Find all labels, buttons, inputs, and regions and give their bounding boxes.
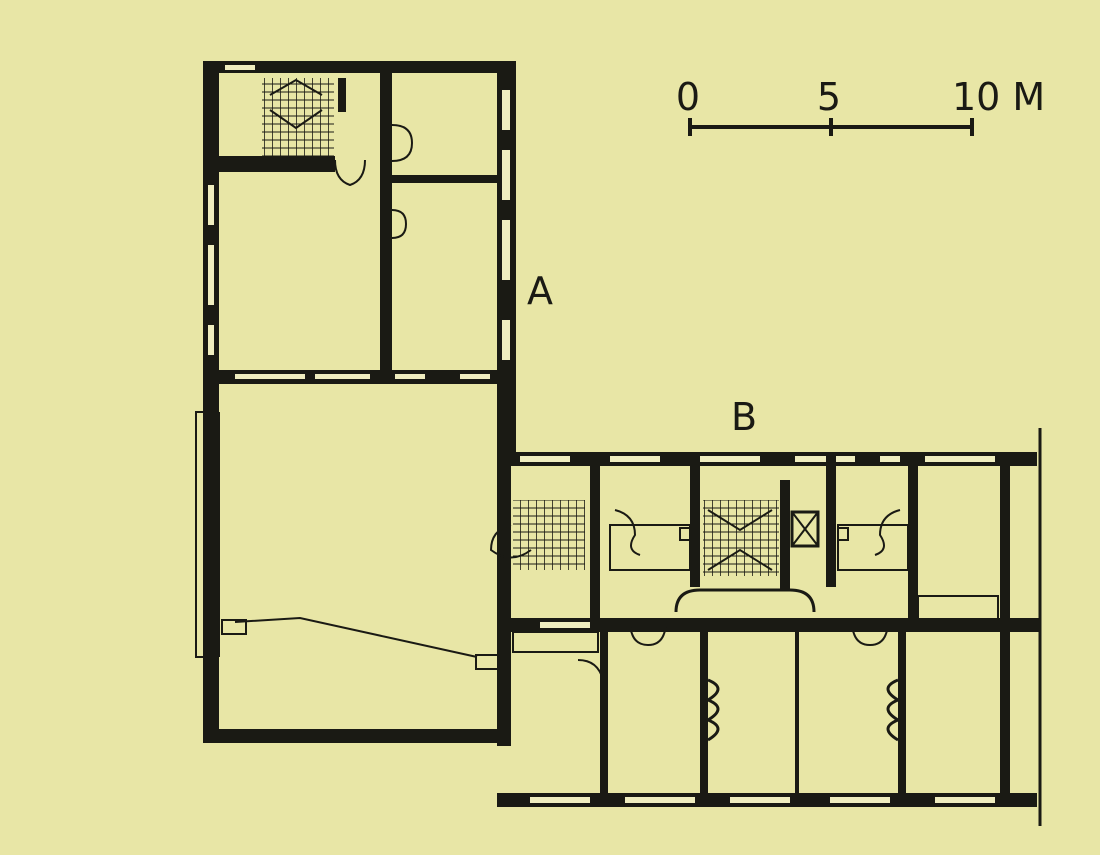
wing-b-partition bbox=[590, 452, 600, 622]
door-swing bbox=[577, 659, 604, 681]
wing-a-south-wall bbox=[203, 729, 503, 743]
wing-a-hall-window bbox=[195, 411, 207, 658]
door-swing bbox=[629, 619, 667, 647]
wing-a-stair-wall bbox=[219, 156, 335, 172]
wing-a-partition-vertical bbox=[380, 73, 392, 370]
wing-a-north-wall bbox=[203, 61, 516, 73]
door-swing bbox=[614, 509, 641, 556]
door-swing bbox=[391, 124, 414, 162]
scale-label-start: 0 bbox=[676, 75, 700, 119]
elevator bbox=[790, 510, 820, 548]
scale-label-end: 10 M bbox=[952, 75, 1045, 119]
closet-door bbox=[886, 678, 902, 742]
door-swing bbox=[334, 159, 366, 187]
door-swing bbox=[874, 509, 901, 556]
door-swing bbox=[851, 619, 889, 647]
wing-label-b: B bbox=[731, 395, 757, 439]
door-swing bbox=[391, 209, 408, 239]
wing-b-staircase-west bbox=[513, 500, 585, 570]
closet-door bbox=[704, 678, 720, 742]
wing-label-a: A bbox=[527, 269, 553, 313]
wing-a-east-wall-lower bbox=[497, 456, 511, 746]
wing-b bbox=[489, 428, 1042, 826]
wing-a bbox=[195, 61, 516, 746]
scale-bar: 0 5 10 M bbox=[676, 75, 1045, 136]
scale-label-mid: 5 bbox=[817, 75, 841, 119]
wing-a-staircase bbox=[262, 78, 334, 156]
wing-b-corridor-wall bbox=[511, 618, 1040, 632]
wing-b-north-wall bbox=[497, 452, 1037, 466]
door-swing bbox=[489, 524, 532, 559]
wing-a-hall-line bbox=[234, 616, 478, 658]
wing-b-lobby bbox=[674, 588, 816, 613]
wing-b-staircase-central bbox=[703, 500, 779, 576]
